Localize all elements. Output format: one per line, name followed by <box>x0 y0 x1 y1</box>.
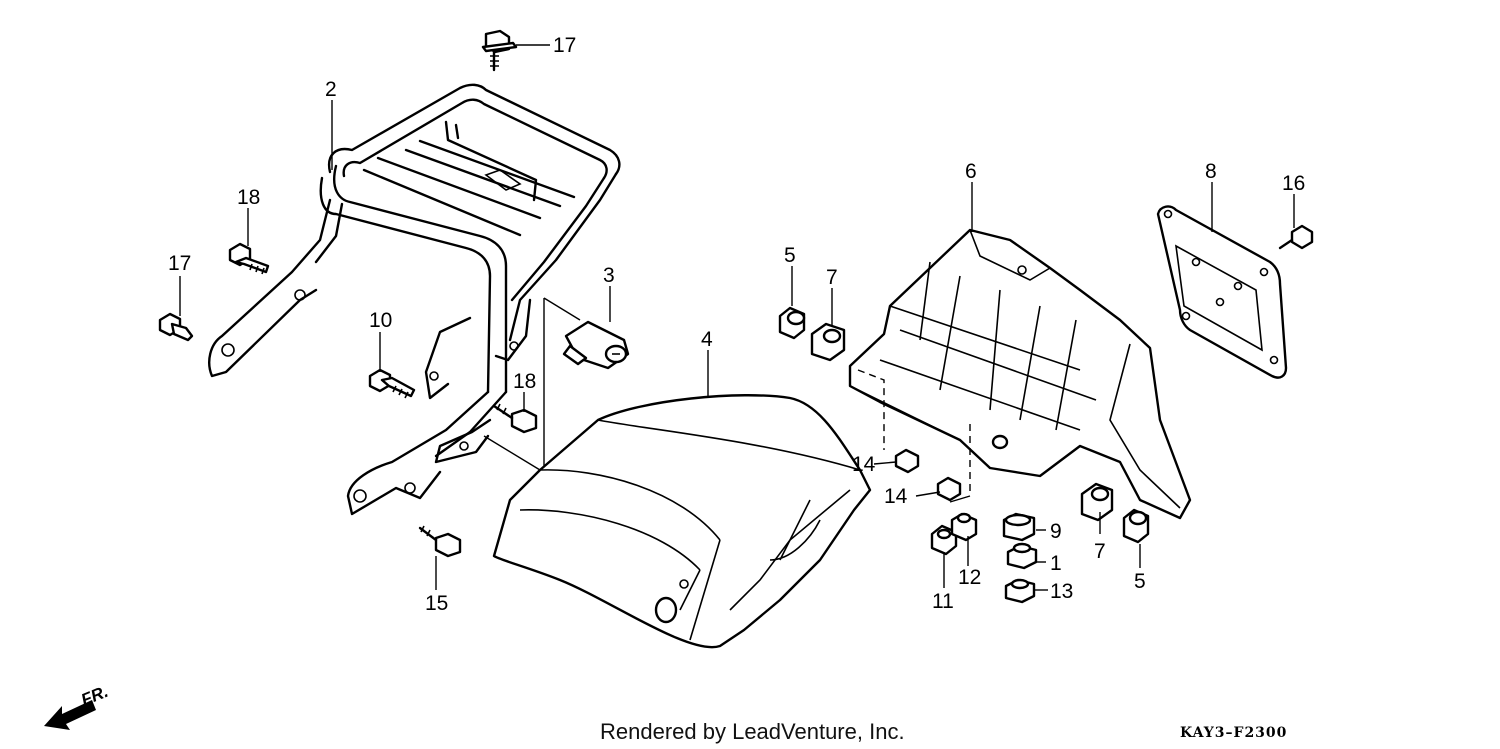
callout-12: 12 <box>958 566 981 589</box>
collar-5-left[interactable] <box>778 306 806 340</box>
callout-1: 1 <box>1050 552 1062 575</box>
callout-14-lower: 14 <box>884 485 908 508</box>
front-arrow-icon <box>44 700 96 730</box>
rear-carrier-rack-2[interactable] <box>208 83 621 516</box>
callout-18-center: 18 <box>513 370 536 393</box>
callout-13: 13 <box>1050 580 1073 603</box>
callout-8: 8 <box>1205 160 1217 183</box>
callout-9: 9 <box>1050 520 1062 543</box>
callout-15: 16 <box>1282 172 1305 195</box>
callout-2: 2 <box>325 78 337 101</box>
callout-7-left: 7 <box>826 266 838 289</box>
nut-14-lower[interactable] <box>936 476 962 502</box>
callout-11: 11 <box>932 590 954 613</box>
bolt-18-center[interactable] <box>492 403 538 434</box>
license-bracket-6[interactable] <box>848 228 1192 520</box>
rubber-7-left[interactable] <box>810 322 846 362</box>
callout-17-left: 17 <box>168 252 191 275</box>
nut-13[interactable] <box>1004 578 1036 604</box>
callout-17-bottom: 15 <box>425 592 448 615</box>
callout-10: 10 <box>369 309 392 332</box>
bolt-17-left[interactable] <box>158 312 194 342</box>
callout-7-right: 7 <box>1094 540 1106 563</box>
callout-3: 3 <box>603 264 615 287</box>
front-indicator-label: FR. <box>78 682 111 710</box>
bolt-18-left[interactable] <box>228 242 270 275</box>
bolt-10[interactable] <box>368 368 416 399</box>
screw-15[interactable] <box>1278 224 1314 250</box>
nut-11[interactable] <box>930 524 958 556</box>
bolt-17-bottom[interactable] <box>418 525 462 558</box>
license-plate-base-8[interactable] <box>1156 205 1288 379</box>
callout-18-left: 18 <box>237 186 260 209</box>
callout-6: 6 <box>965 160 977 183</box>
footer-credit: Rendered by LeadVenture, Inc. <box>600 719 905 744</box>
rear-fender-4[interactable] <box>492 394 872 649</box>
callout-5-right: 5 <box>1134 570 1146 593</box>
bolt-12[interactable] <box>950 512 978 542</box>
nut-14-upper[interactable] <box>894 448 920 474</box>
collar-5-right[interactable] <box>1122 508 1150 544</box>
callout-16: 17 <box>553 34 576 57</box>
bolt-16[interactable] <box>481 29 518 72</box>
callout-14-upper: 14 <box>852 453 876 476</box>
seat-latch-3[interactable] <box>562 320 630 370</box>
grommet-9[interactable] <box>1002 512 1036 542</box>
callout-5-left: 5 <box>784 244 796 267</box>
rubber-7-right[interactable] <box>1080 482 1114 522</box>
collar-1[interactable] <box>1006 542 1038 570</box>
callout-4: 4 <box>701 328 713 351</box>
diagram-code: KAY3–F2300 <box>1180 725 1287 741</box>
